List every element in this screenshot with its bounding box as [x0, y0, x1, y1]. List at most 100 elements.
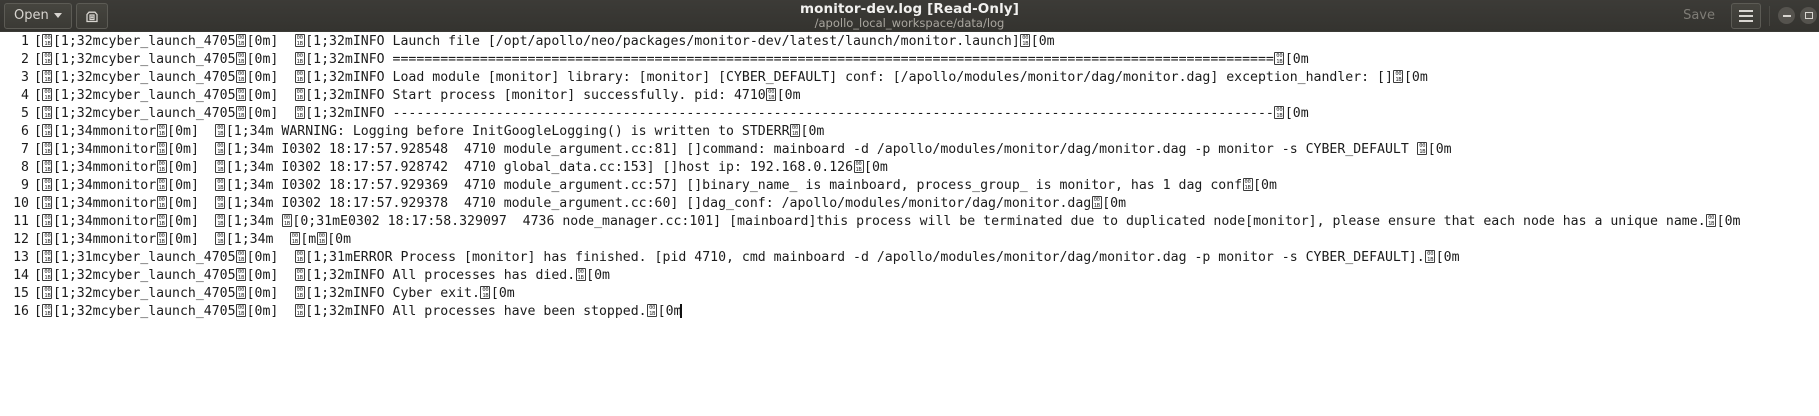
- line-number: 1: [21, 34, 29, 49]
- page-title: monitor-dev.log [Read-Only]: [800, 1, 1019, 17]
- file-path-subtitle: /apollo_local_workspace/data/log: [814, 16, 1005, 30]
- line-number: 5: [21, 106, 29, 121]
- chevron-down-icon: [53, 13, 62, 18]
- titlebar-left-group: Open: [0, 0, 108, 32]
- minimize-button[interactable]: [1778, 7, 1795, 24]
- line-number: 6: [21, 124, 29, 139]
- save-as-button[interactable]: [75, 2, 108, 29]
- line-number: 2: [21, 52, 29, 67]
- line-number: 9: [21, 178, 29, 193]
- hamburger-menu-button[interactable]: [1731, 2, 1761, 29]
- line-number: 8: [21, 160, 29, 175]
- titlebar-title-group: monitor-dev.log [Read-Only] /apollo_loca…: [0, 0, 1819, 32]
- line-number: 7: [21, 142, 29, 157]
- titlebar-right-group: Save: [1672, 0, 1819, 32]
- save-button[interactable]: Save: [1683, 8, 1715, 23]
- titlebar-divider: [1769, 5, 1770, 26]
- open-button[interactable]: Open: [4, 2, 72, 29]
- line-number: 15: [13, 286, 29, 301]
- save-disk-icon: [86, 11, 98, 22]
- hamburger-menu-icon-bar2: [1739, 14, 1753, 17]
- maximize-button[interactable]: [1800, 7, 1817, 24]
- open-button-label: Open: [14, 8, 49, 23]
- line-number: 12: [13, 232, 29, 247]
